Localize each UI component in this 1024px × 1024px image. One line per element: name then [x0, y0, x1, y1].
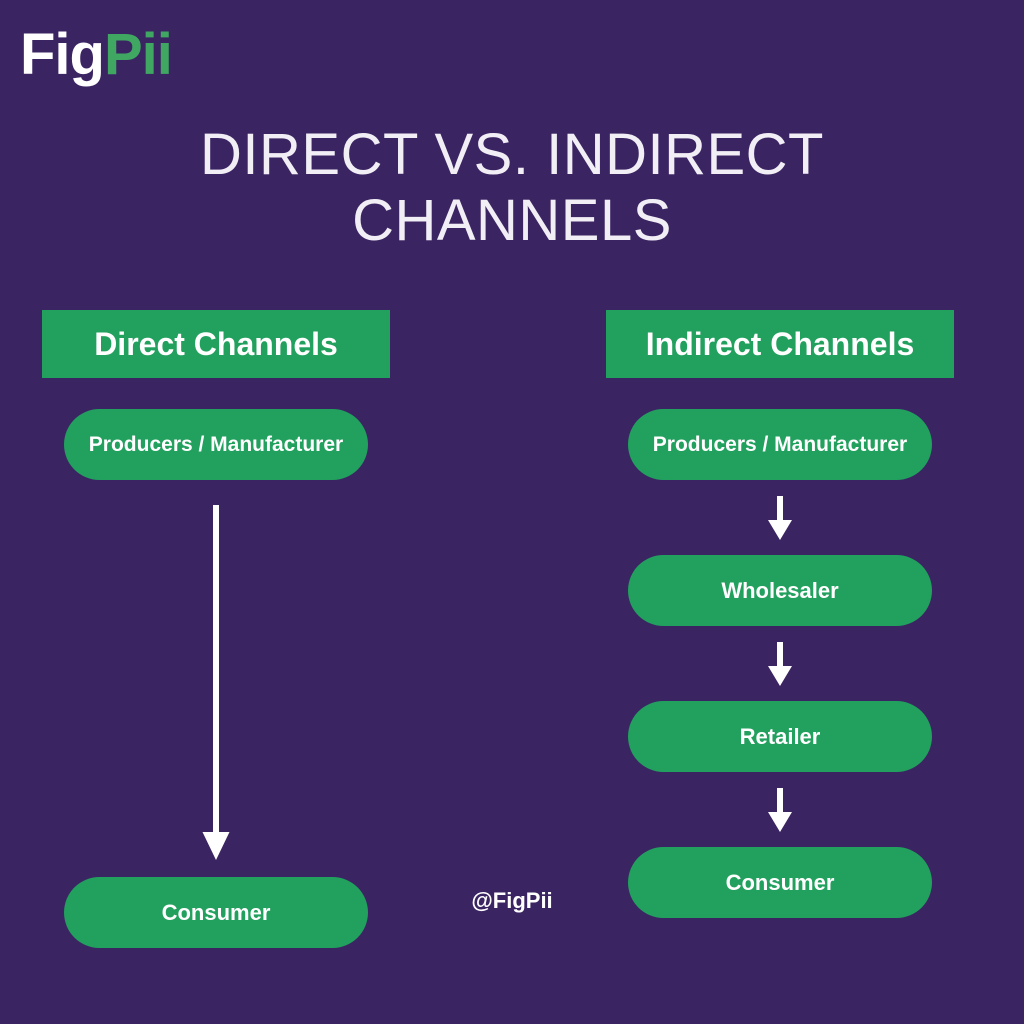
spacer	[42, 378, 390, 409]
spacer	[606, 378, 954, 409]
indirect-channels-column: Indirect Channels Producers / Manufactur…	[606, 310, 954, 918]
node-retailer: Retailer	[628, 701, 932, 772]
logo-text-primary: Fig	[20, 22, 105, 87]
spacer	[42, 480, 390, 877]
node-wholesaler: Wholesaler	[628, 555, 932, 626]
direct-channels-column: Direct Channels Producers / Manufacturer…	[42, 310, 390, 948]
indirect-channels-header: Indirect Channels	[606, 310, 954, 378]
direct-channels-header: Direct Channels	[42, 310, 390, 378]
page-title: DIRECT VS. INDIRECT CHANNELS	[200, 122, 824, 254]
flow-arrow-producer-to-wholesaler	[606, 480, 954, 555]
node-consumer-indirect: Consumer	[628, 847, 932, 918]
logo-text-accent: Pii	[103, 22, 173, 87]
social-handle: @FigPii	[471, 888, 553, 913]
node-producers-manufacturer-direct: Producers / Manufacturer	[64, 409, 368, 480]
flow-arrow-retailer-to-consumer	[606, 772, 954, 847]
node-consumer-direct: Consumer	[64, 877, 368, 948]
flow-arrow-long-producer-to-consumer	[42, 505, 390, 860]
figpii-logo: FigPii	[20, 26, 173, 84]
flow-arrow-wholesaler-to-retailer	[606, 626, 954, 701]
node-producers-manufacturer-indirect: Producers / Manufacturer	[628, 409, 932, 480]
